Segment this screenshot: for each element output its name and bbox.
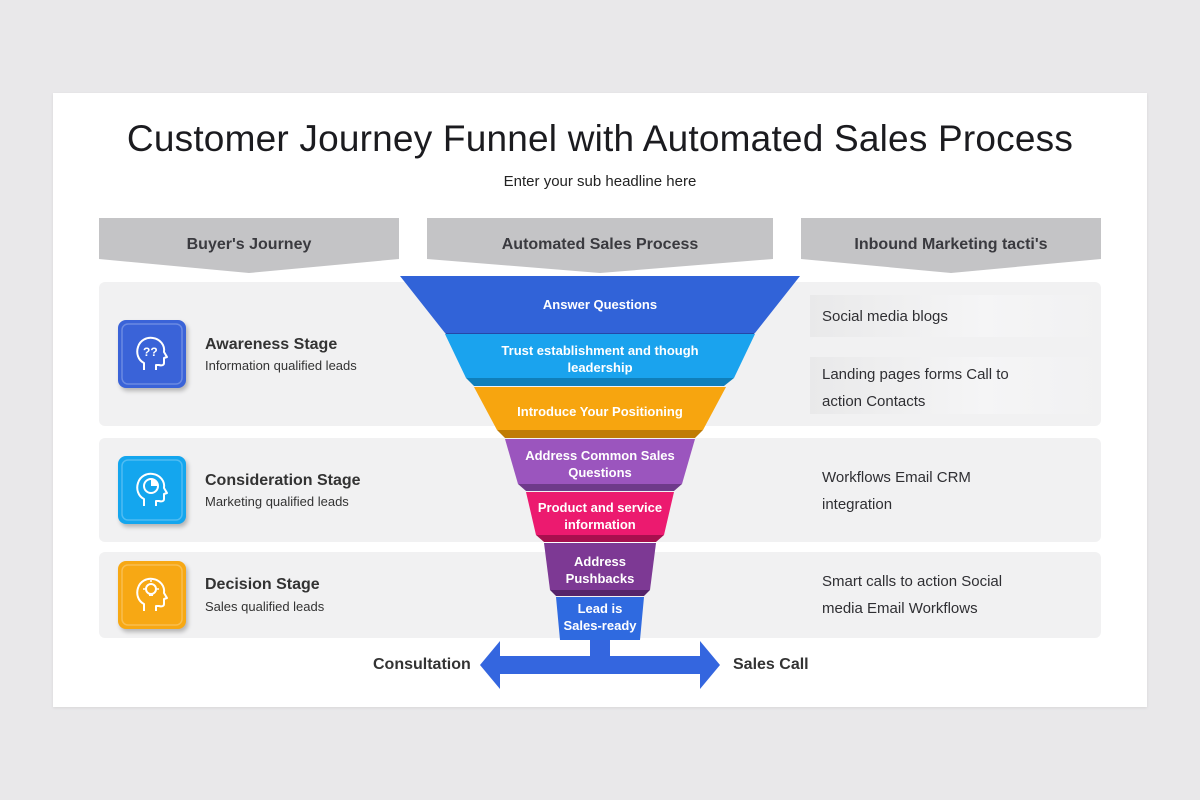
funnel-label-6: Address Pushbacks — [565, 554, 635, 586]
funnel-shadow-6 — [550, 590, 650, 596]
funnel-layer-2 — [445, 334, 755, 378]
funnel-label-5: Product and service information — [537, 500, 663, 532]
header-automated-sales: Automated Sales Process — [427, 218, 773, 273]
double-arrow-icon — [480, 640, 720, 689]
svg-text:??: ?? — [143, 345, 158, 359]
head-pie-chart-icon — [121, 459, 183, 521]
header-inbound-tactics: Inbound Marketing tacti's — [801, 218, 1101, 273]
decision-stage-title: Decision Stage — [205, 576, 320, 593]
page-title: Customer Journey Funnel with Automated S… — [126, 118, 1074, 159]
consideration-stage-title: Consideration Stage — [205, 472, 361, 489]
decision-icon-box — [118, 561, 186, 629]
awareness-icon-box: ?? — [118, 320, 186, 388]
funnel-shadow-3 — [497, 430, 703, 438]
header-buyers-journey: Buyer's Journey — [99, 218, 399, 273]
funnel-layer-6 — [544, 543, 656, 590]
funnel-layer-5 — [526, 492, 674, 535]
head-lightbulb-icon — [121, 564, 183, 626]
tactic-workflows: Workflows Email CRM integration — [822, 469, 971, 513]
funnel-layer-4 — [505, 439, 695, 484]
consideration-stage-subtitle: Marketing qualified leads — [205, 494, 349, 509]
funnel-label-7: Lead is Sales-ready — [563, 601, 637, 633]
header-automated-sales-label: Automated Sales Process — [501, 236, 699, 253]
funnel-shadow-2 — [466, 378, 734, 386]
decision-stage-subtitle: Sales qualified leads — [205, 599, 325, 614]
awareness-stage-title: Awareness Stage — [205, 336, 338, 353]
funnel-label-4: Address Common Sales Questions — [525, 448, 675, 480]
tactic-social-media: Social media blogs — [822, 308, 948, 325]
head-question-icon: ?? — [121, 323, 183, 385]
funnel-label-3: Introduce Your Positioning — [517, 404, 683, 419]
consultation-label: Consultation — [373, 656, 471, 673]
tactic-smart-calls: Smart calls to action Social media Email… — [822, 573, 1003, 617]
tactic-card-2 — [810, 357, 1100, 414]
tactic-landing-pages: Landing pages forms Call to action Conta… — [822, 366, 1009, 410]
funnel-layer-3 — [474, 387, 726, 430]
funnel-label-1: Answer Questions — [542, 297, 658, 312]
tactic-card-1 — [810, 295, 1100, 337]
funnel-layer-7 — [556, 597, 644, 640]
funnel-shadow-5 — [536, 535, 664, 542]
funnel-shadow-4 — [518, 484, 682, 491]
header-inbound-tactics-label: Inbound Marketing tacti's — [854, 236, 1048, 253]
header-buyers-journey-label: Buyer's Journey — [186, 236, 312, 253]
page-subtitle: Enter your sub headline here — [503, 173, 697, 190]
awareness-stage-subtitle: Information qualified leads — [205, 358, 357, 373]
consideration-icon-box — [118, 456, 186, 524]
funnel-layer-1 — [400, 276, 800, 333]
funnel-label-2: Trust establishment and though leadershi… — [501, 343, 699, 375]
sales-call-label: Sales Call — [733, 656, 809, 673]
